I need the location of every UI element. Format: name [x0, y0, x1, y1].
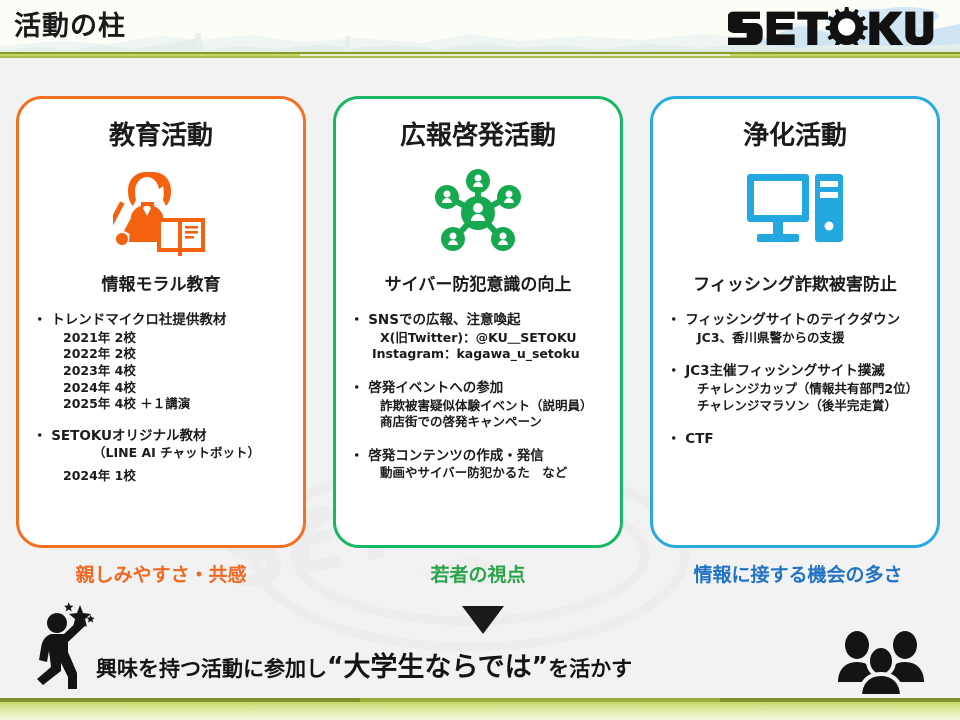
- quote-open: “: [327, 651, 344, 680]
- bullet-line: 2022年 2校: [63, 346, 136, 362]
- bullet-line: Instagram：kagawa_u_setoku: [372, 346, 580, 362]
- tagline-purification: 情報に接する機会の多さ: [693, 564, 903, 586]
- bottom-text-after: を活かす: [548, 657, 633, 681]
- bullet-group: ・ 啓発イベントへの参加 詐欺被害疑似体験イベント（説明員） 商店街での啓発キャ…: [350, 379, 612, 431]
- bullet-line: チャレンジカップ（情報共有部門2位）: [697, 380, 919, 396]
- down-triangle-icon: [462, 606, 504, 634]
- bullet-heading: ・ 啓発コンテンツの作成・発信: [350, 447, 544, 464]
- slide-header: 活動の柱: [0, 0, 960, 58]
- card-subtitle: フィッシング詐欺被害防止: [693, 275, 897, 295]
- bullet-heading: ・ 啓発イベントへの参加: [350, 379, 504, 396]
- bullet-line: 詐欺被害疑似体験イベント（説明員）: [380, 397, 593, 413]
- card-bullet-list: ・ トレンドマイクロ社提供教材 2021年 2校 2022年 2校 2023年 …: [19, 311, 303, 485]
- bottom-text-emphasis: 大学生ならでは: [343, 652, 532, 683]
- bottom-message: 興味を持つ活動に参加し“大学生ならでは”を活かす: [96, 645, 836, 684]
- bullet-heading: ・ フィッシングサイトのテイクダウン: [667, 312, 901, 328]
- card-subtitle: 情報モラル教育: [101, 275, 221, 295]
- setoku-logo: [728, 7, 934, 45]
- card-title: 浄化活動: [742, 121, 847, 151]
- bullet-heading: ・ SNSでの広報、注意喚起: [350, 312, 521, 328]
- header-divider: [0, 52, 960, 58]
- quote-close: ”: [531, 651, 549, 680]
- celebrating-person-icon: [37, 602, 95, 689]
- bullet-line: （LINE AI チャットボット）: [93, 445, 261, 461]
- group-of-people-icon: [838, 631, 924, 696]
- card-bullet-list: ・ SNSでの広報、注意喚起 X(旧Twitter)：@KU＿SETOKU In…: [336, 311, 620, 482]
- bullet-line: X(旧Twitter)：@KU＿SETOKU: [380, 329, 577, 345]
- teacher-with-pointer-and-book-icon: [19, 162, 303, 258]
- card-title: 広報啓発活動: [399, 121, 556, 151]
- bullet-group: ・ SETOKUオリジナル教材 （LINE AI チャットボット） 2024年 …: [33, 427, 295, 485]
- bullet-line: 動画やサイバー防犯かるた など: [380, 465, 568, 481]
- card-taglines: 親しみやすさ・共感 若者の視点 情報に接する機会の多さ: [0, 560, 960, 594]
- desktop-computer-icon: [653, 162, 937, 258]
- bullet-heading: ・ CTF: [667, 431, 714, 448]
- footer-divider: [0, 698, 960, 720]
- bullet-group: ・ SNSでの広報、注意喚起 X(旧Twitter)：@KU＿SETOKU In…: [350, 311, 612, 363]
- card-public-relations[interactable]: 広報啓発活動: [333, 96, 623, 548]
- bullet-group: ・ トレンドマイクロ社提供教材 2021年 2校 2022年 2校 2023年 …: [33, 311, 295, 413]
- bullet-heading: ・ JC3主催フィッシングサイト撲滅: [667, 363, 885, 380]
- tagline-public-relations: 若者の視点: [430, 564, 526, 586]
- people-network-icon: [336, 162, 620, 258]
- bullet-group: ・ 啓発コンテンツの作成・発信 動画やサイバー防犯かるた など: [350, 447, 612, 482]
- bullet-line: 2024年 1校: [63, 468, 136, 483]
- bullet-heading: ・ SETOKUオリジナル教材: [33, 427, 207, 444]
- bullet-line: 2023年 4校: [63, 362, 136, 378]
- card-education[interactable]: 教育活動: [16, 96, 306, 548]
- bullet-line: 商店街での啓発キャンペーン: [380, 414, 542, 430]
- bullet-line: JC3、香川県警からの支援: [697, 329, 845, 345]
- bullet-group: ・ CTF: [667, 430, 929, 449]
- card-purification[interactable]: 浄化活動 フィッシング詐欺被害防: [650, 96, 940, 548]
- bullet-line: 2024年 4校: [63, 379, 136, 395]
- bullet-group: ・ フィッシングサイトのテイクダウン JC3、香川県警からの支援: [667, 311, 929, 346]
- bullet-line: 2021年 2校: [63, 329, 136, 345]
- card-bullet-list: ・ フィッシングサイトのテイクダウン JC3、香川県警からの支援 ・ JC3主催…: [653, 311, 937, 449]
- bottom-text-before: 興味を持つ活動に参加し: [96, 657, 327, 681]
- card-title: 教育活動: [108, 121, 213, 151]
- bullet-heading: ・ トレンドマイクロ社提供教材: [33, 312, 227, 328]
- tagline-education: 親しみやすさ・共感: [75, 564, 247, 586]
- bullet-line: 2025年 4校 ＋１講演: [63, 396, 191, 412]
- bullet-group: ・ JC3主催フィッシングサイト撲滅 チャレンジカップ（情報共有部門2位） チャ…: [667, 362, 929, 414]
- bullet-line: チャレンジマラソン（後半完走賞）: [697, 397, 897, 413]
- card-subtitle: サイバー防犯意識の向上: [384, 275, 572, 295]
- page-title: 活動の柱: [14, 11, 126, 42]
